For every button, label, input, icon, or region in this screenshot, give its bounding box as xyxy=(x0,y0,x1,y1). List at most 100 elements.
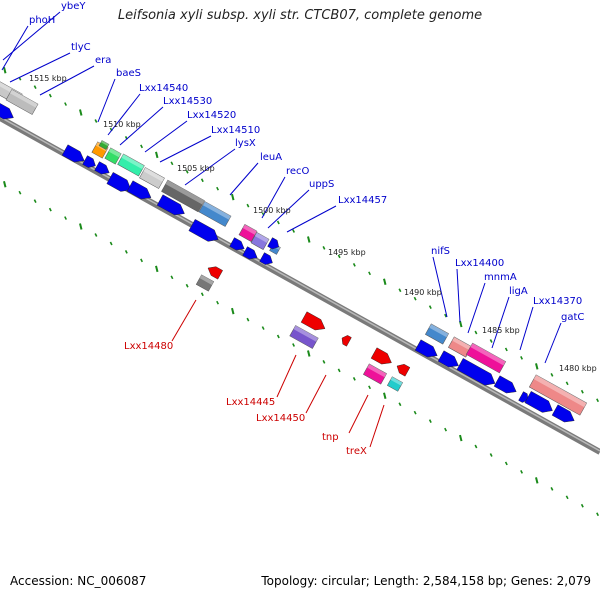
forward-arrow-shape xyxy=(518,391,529,403)
tick-mark xyxy=(185,169,189,174)
tick-mark xyxy=(459,434,463,442)
callout-line xyxy=(276,354,297,398)
feature-track xyxy=(0,81,588,416)
tick-mark xyxy=(200,292,204,297)
tick-mark xyxy=(200,178,204,183)
gene-label-recO[interactable]: recO xyxy=(286,166,310,177)
feature-box-shine xyxy=(108,147,122,158)
forward-arrow xyxy=(493,375,517,394)
feature-box-body xyxy=(425,323,449,345)
feature-box-shine xyxy=(254,232,270,243)
gene-label-gatC[interactable]: gatC xyxy=(561,312,584,323)
forward-arrow xyxy=(156,194,185,216)
tick-mark xyxy=(3,180,7,188)
callout-line xyxy=(229,162,259,196)
gene-label-leuA[interactable]: leuA xyxy=(260,152,282,163)
forward-arrow xyxy=(61,144,85,163)
forward-arrow xyxy=(551,404,575,423)
gene-label-Lxx14510[interactable]: Lxx14510 xyxy=(211,125,260,136)
gene-label-mnmA[interactable]: mnmA xyxy=(484,272,517,283)
tick-mark xyxy=(337,368,341,373)
forward-arrow xyxy=(267,237,279,250)
bp-marker-1510: 1510 kbp xyxy=(103,120,141,129)
gene-label-phoH[interactable]: phoH xyxy=(29,15,55,26)
callout-line xyxy=(107,93,141,136)
callout-line xyxy=(491,296,510,349)
forward-arrow-shape xyxy=(414,339,438,358)
tick-mark xyxy=(64,216,68,220)
bp-marker-1500: 1500 kbp xyxy=(253,206,291,215)
feature-box-shine xyxy=(9,89,39,108)
tick-mark xyxy=(94,119,98,123)
tick-mark xyxy=(398,402,402,407)
forward-arrow-shape xyxy=(524,391,553,413)
feature-box xyxy=(5,89,39,115)
gene-label-Lxx14370[interactable]: Lxx14370 xyxy=(533,296,582,307)
tick-mark xyxy=(444,427,448,432)
feature-box-body xyxy=(5,89,39,115)
feature-box-shine xyxy=(242,224,258,235)
gene-label-Lxx14457[interactable]: Lxx14457 xyxy=(338,195,387,206)
tick-mark xyxy=(140,258,144,263)
gene-label-tlyC[interactable]: tlyC xyxy=(71,42,91,53)
forward-arrow-shape xyxy=(267,237,279,250)
gene-label-ybeY[interactable]: ybeY xyxy=(61,1,86,12)
feature-box xyxy=(425,323,449,345)
feature-box-body xyxy=(465,342,507,374)
feature-box-shine xyxy=(143,167,165,182)
tick-mark xyxy=(398,288,402,293)
tick-mark xyxy=(322,246,326,250)
gene-label-Lxx14445[interactable]: Lxx14445 xyxy=(226,397,275,408)
tick-mark xyxy=(307,350,311,357)
feature-box-body xyxy=(250,232,270,250)
gene-label-Lxx14400[interactable]: Lxx14400 xyxy=(455,258,504,269)
tick-mark xyxy=(276,334,280,339)
callout-line xyxy=(544,322,562,364)
gene-label-baeS[interactable]: baeS xyxy=(116,68,141,79)
tick-mark xyxy=(413,410,417,415)
gene-label-era[interactable]: era xyxy=(95,55,111,66)
feature-box xyxy=(250,232,270,250)
gene-label-Lxx14520[interactable]: Lxx14520 xyxy=(187,110,236,121)
forward-arrow xyxy=(437,350,459,368)
tick-mark xyxy=(459,320,463,328)
feature-box-shine xyxy=(100,140,109,147)
gene-label-treX[interactable]: treX xyxy=(346,446,367,457)
gene-label-tnp[interactable]: tnp xyxy=(322,432,339,443)
tick-mark xyxy=(3,66,7,74)
gene-label-uppS[interactable]: uppS xyxy=(309,179,334,190)
tick-mark xyxy=(231,193,235,201)
tick-mark xyxy=(520,356,524,360)
feature-box-body xyxy=(363,363,387,385)
forward-arrow-shape xyxy=(456,358,496,386)
tick-mark xyxy=(140,144,144,149)
tick-mark xyxy=(307,236,311,243)
bp-marker-1505: 1505 kbp xyxy=(177,164,215,173)
tick-mark xyxy=(337,254,341,259)
feature-box-shine xyxy=(470,343,506,366)
forward-arrow xyxy=(94,161,110,175)
tick-mark xyxy=(48,207,52,212)
tick-mark xyxy=(155,265,159,273)
forward-arrow xyxy=(456,358,496,386)
reverse-arrow xyxy=(370,347,392,365)
callout-line xyxy=(348,394,369,434)
feature-box-body xyxy=(98,140,110,150)
tick-mark xyxy=(368,385,372,390)
gene-label-Lxx14480[interactable]: Lxx14480 xyxy=(124,341,173,352)
tick-mark xyxy=(155,151,159,159)
feature-box-shine xyxy=(390,376,403,386)
tick-mark xyxy=(322,360,326,364)
gene-label-Lxx14540[interactable]: Lxx14540 xyxy=(139,83,188,94)
forward-arrow xyxy=(82,155,96,168)
gene-label-lysX[interactable]: lysX xyxy=(235,138,256,149)
gene-label-nifS[interactable]: nifS xyxy=(431,246,450,257)
gene-label-ligA[interactable]: ligA xyxy=(509,286,528,297)
gene-label-Lxx14530[interactable]: Lxx14530 xyxy=(163,96,212,107)
tick-mark xyxy=(231,307,235,315)
callout-line xyxy=(39,65,95,96)
tick-mark xyxy=(489,453,493,457)
feature-box xyxy=(104,147,122,165)
tick-mark xyxy=(489,339,493,343)
gene-label-Lxx14450[interactable]: Lxx14450 xyxy=(256,413,305,424)
